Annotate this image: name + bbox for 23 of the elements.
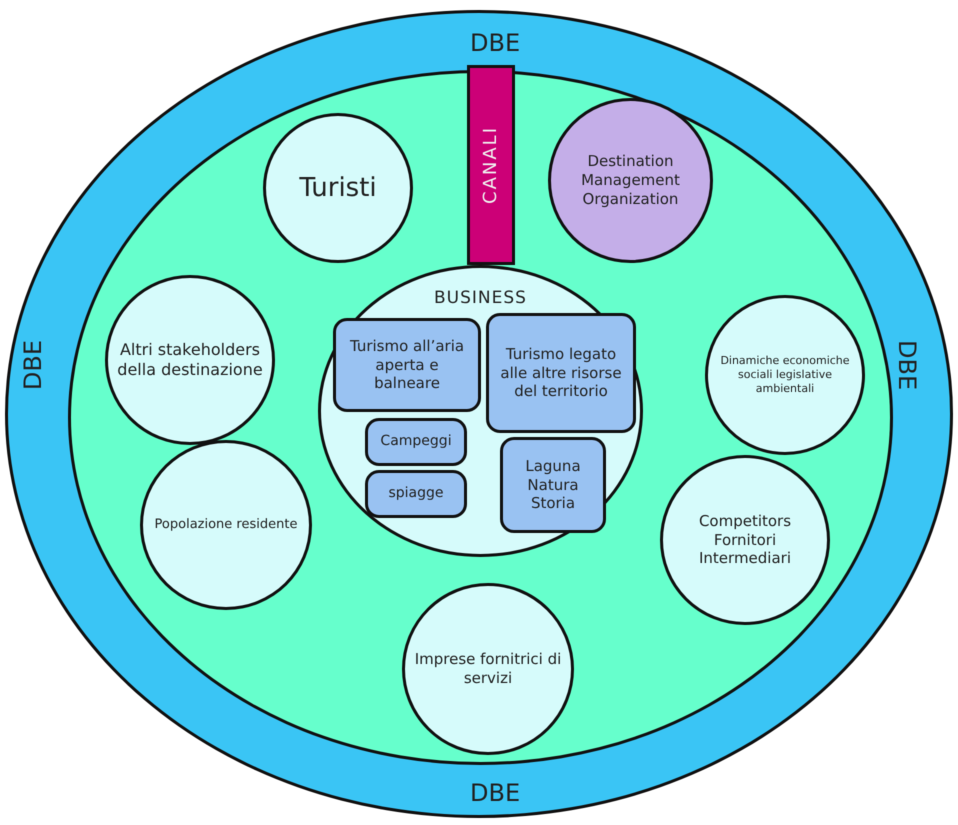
node-label: Campeggi — [379, 433, 453, 451]
node-label: CANALI — [478, 126, 502, 204]
node-label: Imprese fornitrici di servizi — [414, 650, 562, 688]
ring-label: DBE — [470, 778, 520, 808]
node-label: Laguna Natura Storia — [524, 456, 582, 514]
rounded-box — [486, 313, 636, 433]
ring-label: DBE — [892, 340, 922, 390]
node-label: Turisti — [298, 172, 378, 204]
node-label: spiagge — [387, 485, 445, 503]
group-title: BUSINESS — [433, 288, 528, 310]
rounded-box — [500, 437, 606, 533]
node-label: Competitors Fornitori Intermediari — [698, 512, 792, 568]
rounded-box — [365, 418, 467, 466]
rounded-box — [333, 318, 481, 412]
ring-label: DBE — [18, 340, 48, 390]
node-label: Turismo legato alle altre risorse del territorio — [499, 344, 623, 402]
node-label: Dinamiche economiche sociali legislative ambientali — [719, 354, 851, 396]
node-label: Popolazione residente — [154, 516, 298, 534]
node-label: Altri stakeholders della destinazione — [116, 340, 264, 380]
node-label: Destination Management Organization — [580, 152, 681, 209]
node-label: Turismo all’aria aperta e balneare — [348, 336, 466, 394]
ring-label: DBE — [470, 28, 520, 58]
rounded-box — [365, 470, 467, 518]
